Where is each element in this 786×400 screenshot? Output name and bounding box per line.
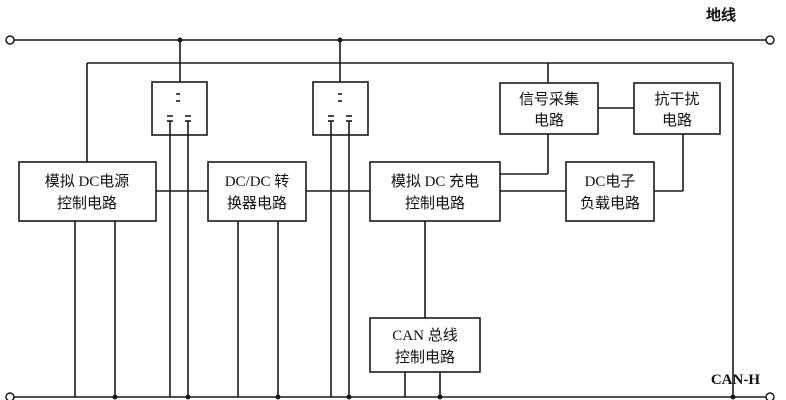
canh-label: CAN-H [711,372,760,388]
block-dc-electronic-load: DC电子 负载电路 [565,161,655,222]
canh-junction-1 [112,394,118,400]
block-analog-dc-power-line2: 控制电路 [57,195,117,212]
block-dc-electronic-load-frame [565,161,655,222]
block-anti-interference-frame [633,82,721,135]
ground-terminal-right [765,35,775,45]
canh-junction-4 [346,394,352,400]
block-dcdc-converter: DC/DC 转 换器电路 [207,161,307,222]
block-analog-dc-power: 模拟 DC电源 控制电路 [18,161,157,222]
block-analog-dc-charge-frame [369,161,501,222]
block-dc-electronic-load-line2: 负载电路 [580,195,640,212]
block-anti-interference-line1: 抗干扰 [654,91,699,108]
block-analog-dc-charge: 模拟 DC 充电 控制电路 [369,161,501,222]
block-analog-dc-power-frame [18,161,157,222]
canh-junction-6 [730,394,736,400]
block-analog-dc-charge-line1: 模拟 DC 充电 [391,173,479,190]
block-can-bus-control-frame [369,317,481,373]
canh-terminal-right [765,392,775,400]
block-signal-acquisition: 信号采集 电路 [499,82,599,135]
block-dcdc-converter-line2: 换器电路 [227,195,287,212]
block-can-bus-control-line2: 控制电路 [395,349,455,366]
block-can-bus-control-line1: CAN 总线 [392,327,457,344]
block-dcdc-converter-frame [207,161,307,222]
canh-junction-5 [437,394,443,400]
block-anti-interference: 抗干扰 电路 [633,82,721,135]
canh-junction-2 [185,394,191,400]
block-analog-dc-power-line1: 模拟 DC电源 [45,173,130,190]
canh-junction-3 [275,394,281,400]
block-can-bus-control: CAN 总线 控制电路 [369,317,481,373]
block-signal-acquisition-line1: 信号采集 [519,91,579,108]
ground-terminal-left [5,35,15,45]
block-analog-dc-charge-line2: 控制电路 [405,195,465,212]
relay-box-1 [151,81,208,136]
relay-box-2 [312,81,369,136]
block-signal-acquisition-line2: 电路 [534,112,564,129]
ground-label: 地线 [706,6,736,24]
block-dc-electronic-load-line1: DC电子 [585,173,636,190]
block-signal-acquisition-frame [499,82,599,135]
canh-terminal-left [5,392,15,400]
block-dcdc-converter-line1: DC/DC 转 [225,173,290,190]
block-anti-interference-line2: 电路 [662,112,692,129]
